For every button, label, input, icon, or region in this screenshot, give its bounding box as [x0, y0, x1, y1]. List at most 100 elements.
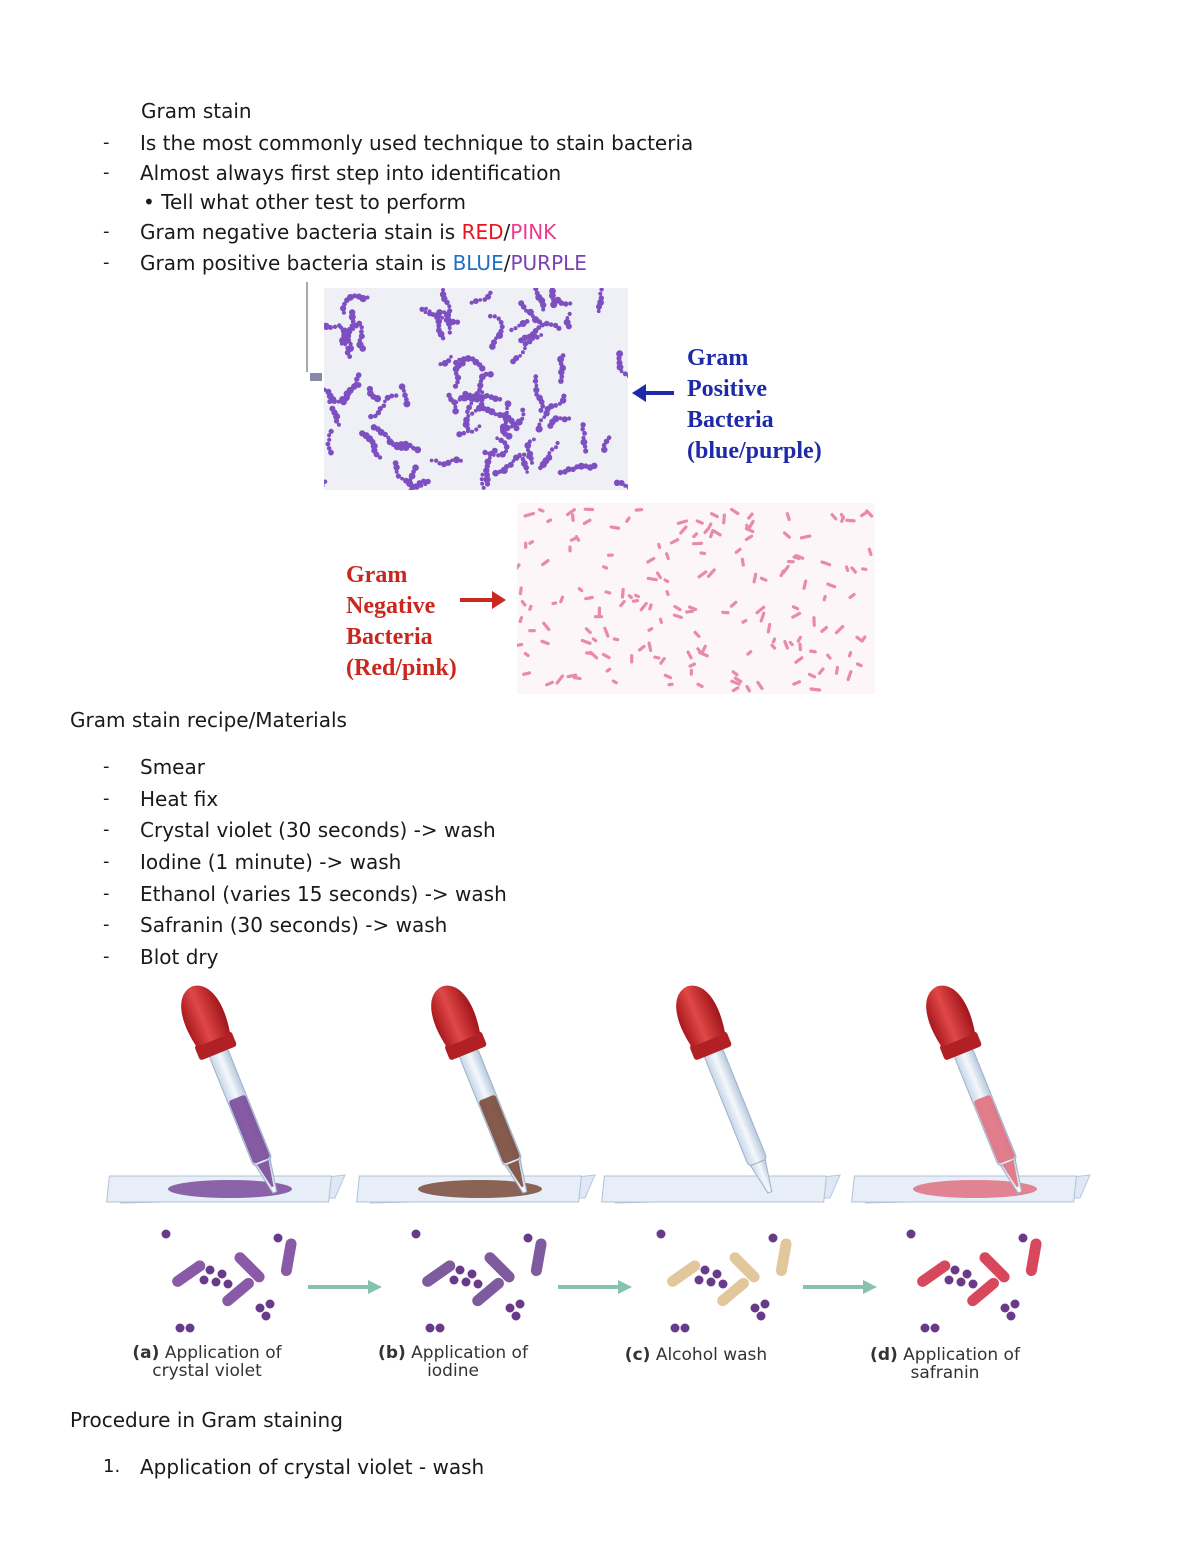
cell-mark	[583, 448, 589, 454]
cell-mark	[538, 399, 545, 405]
cell-mark	[436, 323, 442, 329]
cell-mark	[377, 455, 383, 460]
cell-mark	[328, 428, 334, 434]
cell-mark	[498, 320, 504, 325]
cell-mark	[584, 595, 594, 601]
cell-mark	[520, 407, 526, 413]
cell-mark	[469, 429, 474, 434]
list-dash: -	[103, 946, 110, 967]
cell-mark	[580, 438, 588, 446]
cell-mark	[451, 399, 458, 406]
cell-mark	[759, 611, 766, 623]
dropper-icon	[926, 985, 1023, 1194]
cell-mark	[542, 621, 551, 632]
cell-mark	[466, 404, 472, 411]
cell-mark	[731, 686, 740, 693]
cell-mark	[500, 428, 506, 435]
list-dash: -	[103, 883, 110, 904]
cell-mark	[688, 605, 698, 612]
cell-mark	[792, 555, 801, 561]
cell-mark	[393, 464, 400, 471]
cell-mark	[747, 519, 755, 531]
cell-mark	[834, 624, 845, 635]
label-line: (blue/purple)	[687, 438, 822, 464]
bacterium-coccus	[1006, 1311, 1016, 1321]
list-item: Crystal violet (30 seconds) -> wash	[140, 818, 496, 842]
cell-mark	[552, 415, 560, 423]
cell-mark	[712, 529, 722, 537]
cell-mark	[565, 508, 576, 517]
cell-mark	[414, 446, 422, 454]
cell-mark	[324, 479, 328, 484]
list-item: Application of crystal violet - wash	[140, 1455, 485, 1479]
cell-mark	[602, 565, 609, 570]
cell-mark	[543, 410, 550, 417]
cell-mark	[729, 600, 738, 608]
cell-mark	[657, 542, 662, 550]
bacterium-coccus	[511, 1311, 521, 1321]
bacterium-coccus	[670, 1323, 680, 1333]
cell-mark	[480, 481, 485, 486]
cell-mark	[520, 350, 525, 355]
cell-mark	[559, 397, 567, 404]
cell-mark	[488, 290, 493, 295]
cell-mark	[597, 299, 604, 306]
cell-mark	[438, 362, 443, 367]
cell-mark	[606, 435, 612, 440]
cell-mark	[545, 454, 553, 461]
cell-mark	[570, 466, 576, 472]
bacterium-coccus	[768, 1233, 778, 1243]
cell-mark	[496, 453, 501, 458]
cell-mark	[359, 325, 364, 330]
cell-mark	[788, 640, 794, 647]
cell-mark	[447, 326, 452, 330]
bacterium-coccus	[467, 1269, 477, 1279]
cell-mark	[692, 532, 699, 539]
label-line: Gram	[346, 562, 408, 588]
cell-mark	[846, 669, 853, 682]
cell-mark	[496, 316, 501, 321]
cell-mark	[549, 288, 555, 290]
bacterium-coccus	[706, 1277, 716, 1287]
cell-mark	[535, 425, 543, 433]
bacterium-coccus	[515, 1299, 525, 1309]
cell-mark	[722, 513, 726, 525]
label-line: Bacteria	[346, 624, 433, 650]
cell-mark	[605, 667, 612, 673]
cell-mark	[770, 643, 777, 650]
cell-mark	[447, 304, 452, 309]
cell-mark	[523, 511, 536, 518]
cell-mark	[437, 330, 445, 338]
cell-mark	[696, 682, 704, 689]
cell-mark	[533, 288, 539, 292]
label-line: Bacteria	[687, 407, 774, 433]
step-letter: (b)	[378, 1343, 406, 1363]
cell-mark	[454, 319, 461, 325]
cell-mark	[646, 576, 658, 582]
cell-mark	[352, 293, 358, 299]
cell-mark	[563, 318, 571, 326]
cell-mark	[467, 392, 472, 397]
cell-mark	[351, 327, 355, 331]
cell-mark	[619, 369, 624, 374]
figure-edge-mark	[310, 373, 322, 381]
bacterium-rod	[667, 1260, 701, 1287]
cell-mark	[703, 527, 710, 535]
cell-mark	[348, 313, 356, 321]
cell-mark	[591, 462, 598, 469]
cell-mark	[518, 354, 522, 358]
cell-mark	[561, 416, 568, 423]
label-line: Gram	[687, 345, 749, 371]
cell-mark	[534, 383, 539, 388]
cell-mark	[699, 551, 707, 556]
bacterium-rod	[484, 1252, 515, 1283]
cell-mark	[423, 310, 428, 314]
cell-mark	[603, 626, 610, 638]
cell-mark	[491, 339, 497, 346]
cell-mark	[685, 609, 695, 614]
cell-mark	[616, 355, 622, 361]
cell-mark	[519, 320, 527, 327]
red-word: RED	[461, 220, 504, 244]
bacterium-rod	[530, 1238, 547, 1277]
cell-mark	[411, 445, 416, 451]
